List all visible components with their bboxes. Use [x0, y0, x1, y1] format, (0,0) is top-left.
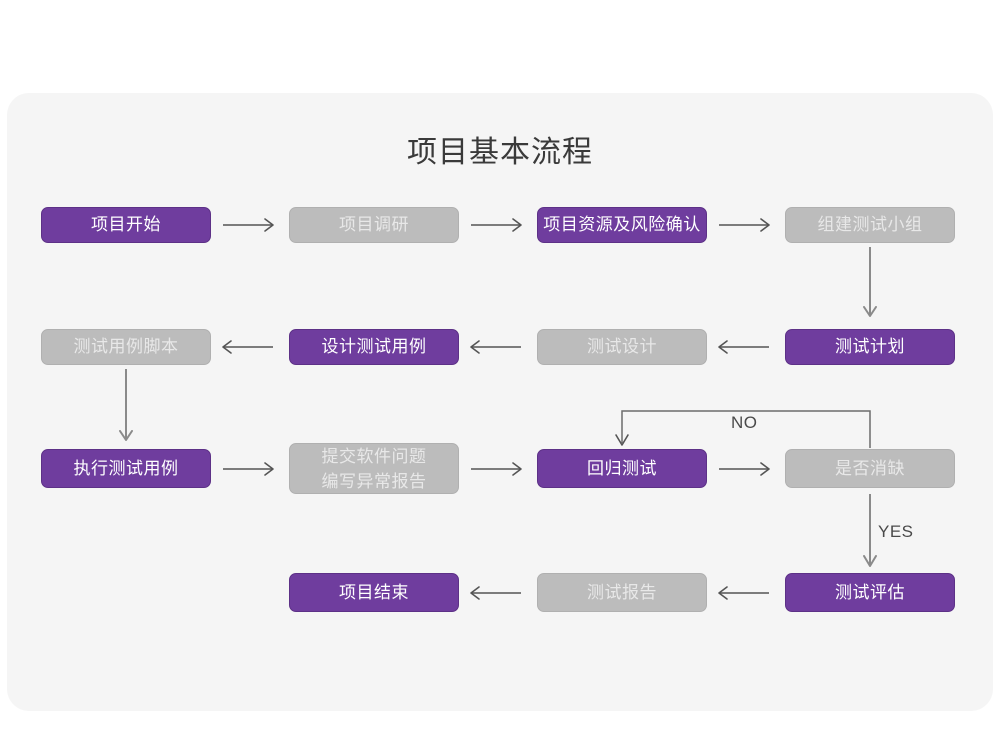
arrow-evaluation-to-testreport: [718, 586, 769, 600]
edge-label-yes: YES: [878, 522, 914, 541]
node-test-plan[interactable]: 测试计划: [785, 329, 955, 365]
node-test-case-script[interactable]: 测试用例脚本: [41, 329, 211, 365]
node-label: 测试设计: [587, 337, 657, 356]
arrow-yes-to-evaluation: [863, 494, 877, 567]
node-label: 项目结束: [339, 582, 409, 602]
node-test-report[interactable]: 测试报告: [537, 573, 707, 612]
node-label-line2: 编写异常报告: [321, 471, 427, 491]
arrow-testdesign-to-designcase: [470, 340, 521, 354]
node-submit-issue-write-report[interactable]: 提交软件问题 编写异常报告: [289, 443, 459, 494]
node-defect-cleared-decision[interactable]: 是否消缺: [785, 449, 955, 488]
node-label: 项目调研: [339, 215, 409, 234]
arrow-script-to-execute: [119, 369, 133, 441]
node-label: 测试计划: [835, 337, 905, 356]
node-label: 项目资源及风险确认: [543, 215, 701, 234]
edge-label-no: NO: [731, 413, 758, 432]
node-project-start[interactable]: 项目开始: [41, 207, 211, 243]
node-build-test-team[interactable]: 组建测试小组: [785, 207, 955, 243]
arrow-regression-to-defect-check: [719, 462, 770, 476]
node-label: 执行测试用例: [73, 458, 179, 478]
node-label: 项目开始: [91, 215, 161, 234]
node-design-test-case[interactable]: 设计测试用例: [289, 329, 459, 365]
node-label: 测试用例脚本: [73, 337, 179, 356]
node-label: 测试评估: [835, 582, 905, 602]
node-test-evaluation[interactable]: 测试评估: [785, 573, 955, 612]
node-project-end[interactable]: 项目结束: [289, 573, 459, 612]
node-label: 测试报告: [587, 582, 657, 602]
arrow-no-loop: [615, 410, 871, 448]
arrow-testplan-to-testdesign: [718, 340, 769, 354]
arrow-research-to-resource: [471, 218, 522, 232]
arrow-report-to-regression: [471, 462, 522, 476]
diagram-card: [7, 93, 993, 711]
page-title: 项目基本流程: [407, 136, 593, 169]
arrow-team-to-test-plan: [863, 247, 877, 317]
node-label: 是否消缺: [835, 458, 905, 478]
node-execute-test-case[interactable]: 执行测试用例: [41, 449, 211, 488]
node-test-design[interactable]: 测试设计: [537, 329, 707, 365]
arrow-start-to-research: [223, 218, 274, 232]
arrow-resource-to-team: [719, 218, 770, 232]
node-project-research[interactable]: 项目调研: [289, 207, 459, 243]
arrow-design-to-script: [222, 340, 273, 354]
node-label: 组建测试小组: [817, 215, 923, 234]
arrow-execute-to-report-issue: [223, 462, 274, 476]
node-label-line1: 提交软件问题: [321, 446, 427, 466]
arrow-testreport-to-projectend: [470, 586, 521, 600]
node-resource-risk-confirm[interactable]: 项目资源及风险确认: [537, 207, 707, 243]
node-regression-test[interactable]: 回归测试: [537, 449, 707, 488]
node-label: 设计测试用例: [321, 337, 427, 356]
node-label: 回归测试: [587, 458, 657, 478]
